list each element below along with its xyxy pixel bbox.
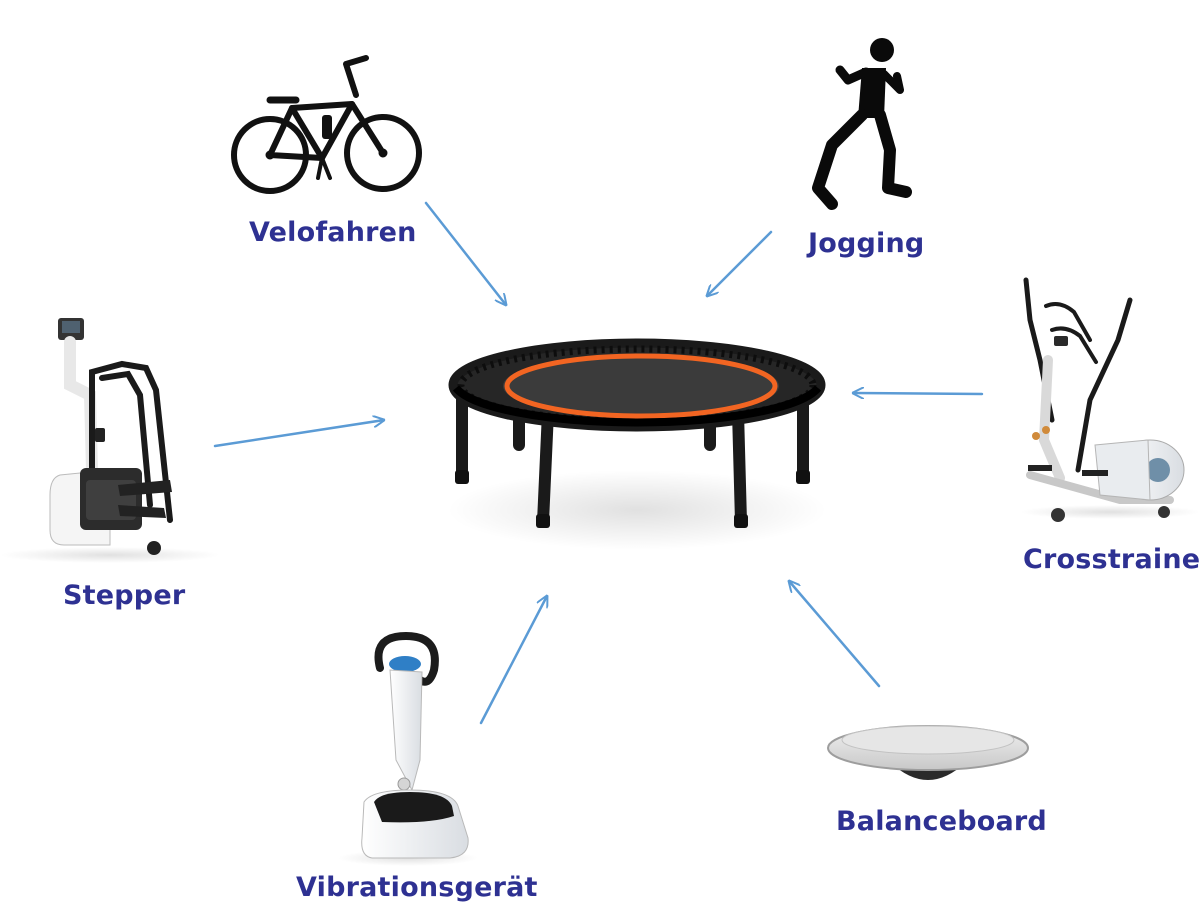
arrow-velofahren [424,201,506,305]
arrow-balanceboard [789,581,881,688]
label-stepper: Stepper [63,580,186,611]
stepper-icon [0,318,220,563]
runner-icon [812,38,912,210]
label-velofahren: Velofahren [249,217,417,248]
trampoline-icon [447,338,827,550]
arrow-crosstrainer [851,393,984,394]
arrow-vibrationsgeraet [479,596,547,725]
label-balanceboard: Balanceboard [836,806,1047,837]
bicycle-icon [231,55,422,194]
arrow-jogging [707,230,773,296]
balance-board-icon [827,725,1029,780]
arrows [213,201,984,725]
label-crosstrainer: Crosstrainer [1023,544,1200,575]
arrow-stepper [213,420,384,448]
crosstrainer-icon [1020,277,1200,522]
label-jogging: Jogging [808,228,925,259]
label-vibrationsgeraet: Vibrationsgerät [296,872,538,903]
vibration-plate-icon [338,631,478,866]
